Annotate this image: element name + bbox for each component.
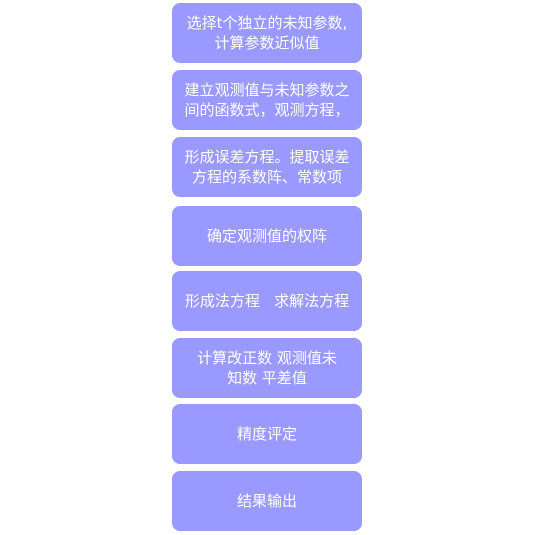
step-weight-matrix: 确定观测值的权阵: [172, 206, 362, 266]
step-observation-equations: 建立观测值与未知参数之 间的函数式，观测方程，: [172, 70, 362, 130]
step-accuracy-assessment: 精度评定: [172, 404, 362, 464]
step-normal-equations: 形成法方程 求解法方程: [172, 271, 362, 331]
step-label: 结果输出: [236, 492, 297, 510]
step-select-unknowns: 选择t个独立的未知参数, 计算参数近似值: [172, 3, 362, 63]
step-corrections: 计算改正数 观测值未 知数 平差值: [172, 338, 362, 398]
step-error-equations: 形成误差方程。提取误差 方程的系数阵、常数项: [172, 137, 362, 197]
step-label: 计算改正数 观测值未 知数 平差值: [197, 349, 337, 387]
step-label: 确定观测值的权阵: [206, 227, 327, 245]
step-result-output: 结果输出: [172, 471, 362, 531]
step-label: 选择t个独立的未知参数, 计算参数近似值: [186, 14, 348, 52]
step-label: 形成法方程 求解法方程: [184, 292, 350, 310]
step-label: 形成误差方程。提取误差 方程的系数阵、常数项: [184, 148, 350, 186]
step-label: 建立观测值与未知参数之 间的函数式，观测方程，: [184, 81, 350, 119]
step-label: 精度评定: [236, 425, 297, 443]
